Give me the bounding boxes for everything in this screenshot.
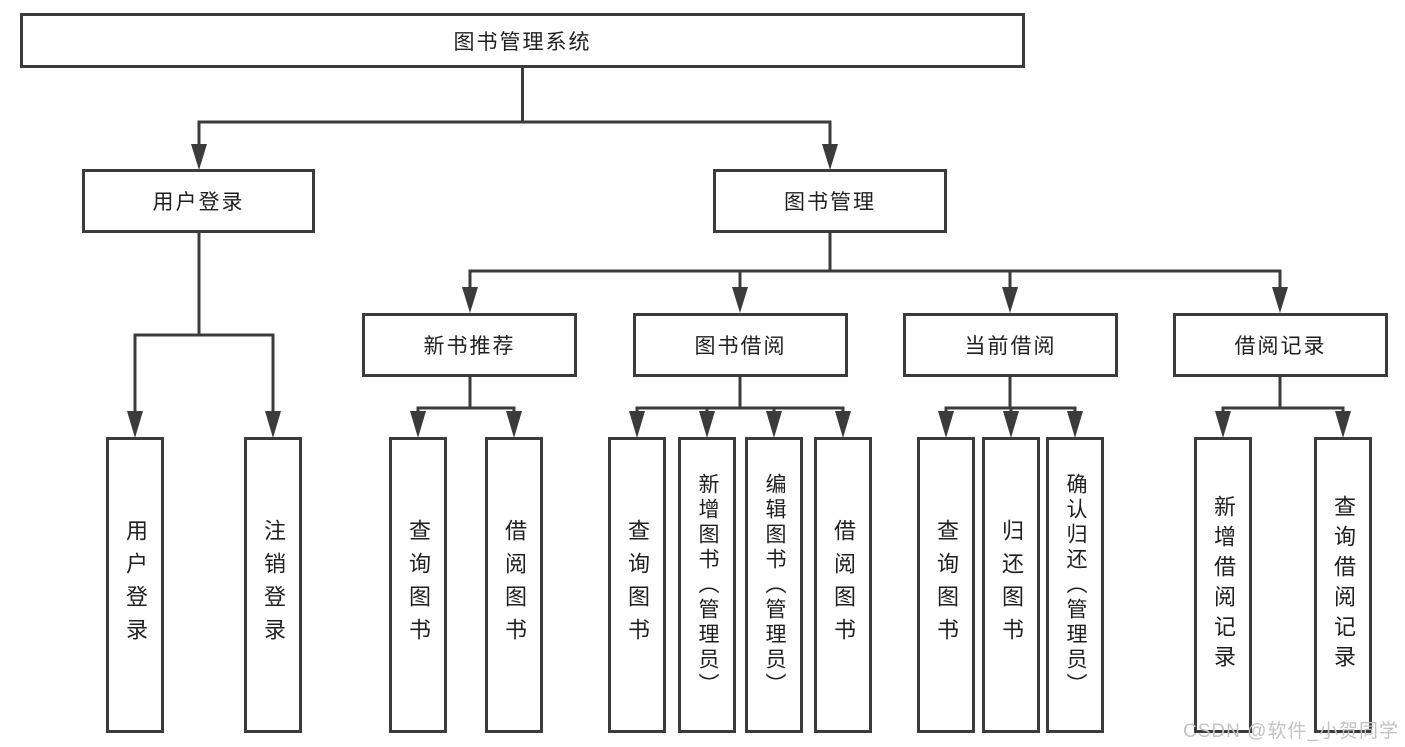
leaf-confirm-return-admin: 确认归还（管理员） [1046, 437, 1104, 733]
csdn-watermark: CSDN @软件_小贺同学 [1183, 721, 1399, 742]
leaf-edit-book-admin: 编辑图书（管理员） [745, 437, 803, 733]
leaf-query-borrow-record: 查询借阅记录 [1314, 437, 1372, 733]
leaf-add-borrow-record: 新增借阅记录 [1194, 437, 1252, 733]
node-user-login: 用户登录 [82, 169, 315, 233]
leaf-add-book-admin: 新增图书（管理员） [678, 437, 736, 733]
leaf-user-login: 用户登录 [106, 437, 164, 733]
node-current-borrowing: 当前借阅 [903, 313, 1118, 377]
node-borrowing-records: 借阅记录 [1173, 313, 1388, 377]
leaf-logout: 注销登录 [244, 437, 302, 733]
leaf-borrow-books-borrowing: 借阅图书 [814, 437, 872, 733]
leaf-query-books-current: 查询图书 [917, 437, 975, 733]
node-book-borrowing: 图书借阅 [633, 313, 848, 377]
node-book-management: 图书管理 [713, 169, 947, 233]
leaf-return-books: 归还图书 [982, 437, 1040, 733]
leaf-borrow-books-recommend: 借阅图书 [485, 437, 543, 733]
node-new-book-recommendation: 新书推荐 [362, 313, 577, 377]
arrowheads [127, 144, 1351, 438]
node-root-library-system: 图书管理系统 [20, 13, 1025, 68]
leaf-query-books-recommend: 查询图书 [389, 437, 447, 733]
leaf-query-books-borrowing: 查询图书 [608, 437, 666, 733]
